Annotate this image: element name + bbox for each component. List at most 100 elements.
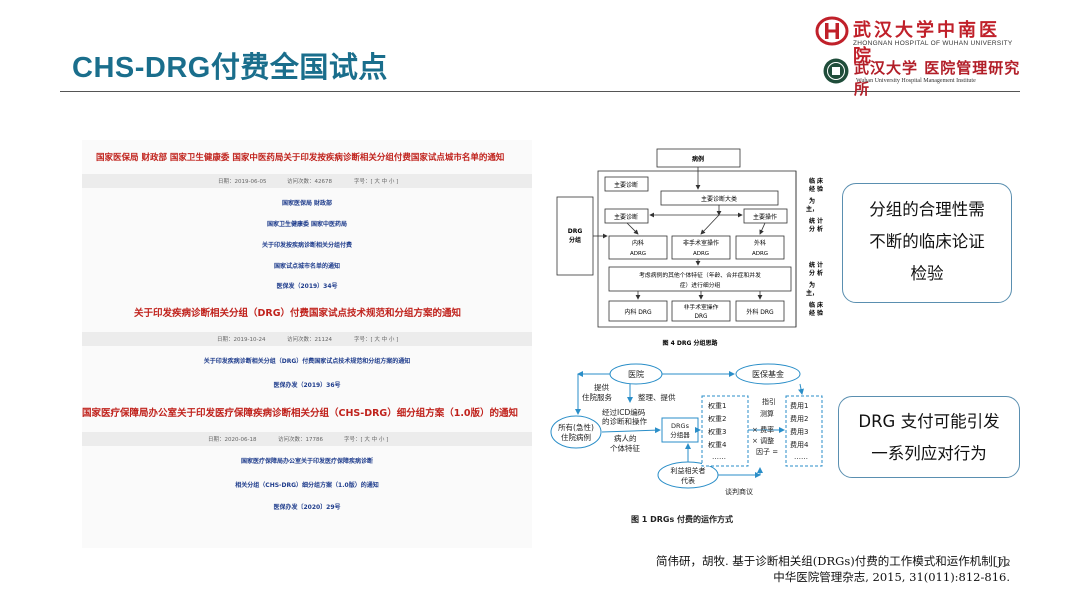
figure1-caption: 图 1 DRGs 付费的运作方式 — [631, 514, 733, 524]
drg-surg-label: 外科 DRG — [746, 308, 774, 316]
svg-text:经: 经 — [809, 309, 815, 317]
adrg-surg-label: 外科 — [754, 239, 766, 247]
notice-fontsize[interactable]: 字号：[ 大 中 小 ] — [354, 179, 399, 185]
notice-line: 国家医保局 财政部 — [281, 200, 333, 207]
callout-line: 不断的临床论证 — [869, 232, 985, 251]
adrg-nonsurg-label: 非手术室操作 — [683, 239, 719, 247]
main-procedure-label: 主要操作 — [753, 213, 777, 221]
grouper-label-2: 分组器 — [670, 430, 690, 439]
svg-text:析: 析 — [817, 225, 823, 233]
notice-line: 相关分组（CHS-DRG）细分组方案（1.0版）的通知 — [235, 482, 379, 489]
svg-text:费用3: 费用3 — [790, 427, 808, 436]
organize-provide-label: 整理、提供 — [638, 392, 676, 402]
reference-line-1: 简伟研，胡牧. 基于诊断相关组(DRGs)付费的工作模式和运作机制[J]. — [656, 554, 1010, 568]
stakeholders-label-2: 代表 — [681, 476, 695, 485]
notice-meta-bar: 日期：2020-06-18 访问次数：17786 字号：[ 大 中 小 ] — [82, 432, 532, 446]
drg-internal-label: 内科 DRG — [624, 308, 652, 316]
notice-views: 访问次数：42678 — [287, 179, 332, 185]
drg-internal-box — [608, 300, 668, 322]
svg-text:费用4: 费用4 — [790, 440, 809, 449]
notice-fontsize[interactable]: 字号：[ 大 中 小 ] — [354, 337, 399, 343]
negotiation-label: 谈判商议 — [725, 487, 753, 496]
drg-grouping-diagram: 病例 DRG 分组 主要诊断 主要诊断大类 主要诊断 主要操作 内科 ADRG … — [556, 148, 824, 347]
university-seal-icon — [823, 58, 849, 84]
svg-text:费用2: 费用2 — [790, 414, 808, 423]
reference-line-2: 中华医院管理杂志, 2015, 31(011):812-816. — [773, 570, 1010, 584]
hospital-logo: 武汉大学中南医院 ZHONGNAN HOSPITAL OF WUHAN UNIV… — [815, 14, 1020, 67]
notice-line: 国家试点城市名单的通知 — [273, 263, 340, 270]
icd-process-1: 经过ICD编码 — [602, 407, 646, 417]
mdc-box — [660, 190, 779, 206]
svg-text:权重1: 权重1 — [708, 401, 726, 410]
stakeholders-label-1: 利益相关者 — [671, 466, 706, 475]
case-label: 病例 — [692, 155, 704, 163]
notice-meta-bar: 日期：2019-10-24 访问次数：21124 字号：[ 大 中 小 ] — [82, 332, 532, 346]
svg-text:权重4: 权重4 — [708, 440, 727, 449]
patients-label-1: 所有(急性) — [558, 422, 594, 432]
svg-text:床: 床 — [817, 301, 824, 309]
mdc-label: 主要诊断大类 — [701, 195, 737, 203]
notice-screenshots: 国家医保局 财政部 国家卫生健康委 国家中医药局关于印发按疾病诊断相关分组付费国… — [82, 140, 532, 548]
hospital-emblem-icon — [815, 16, 849, 46]
notice-title[interactable]: 关于印发疾病诊断相关分组（DRG）付费国家试点技术规范和分组方案的通知 — [134, 308, 461, 319]
title-divider — [60, 91, 1020, 92]
main-dx2-box — [604, 208, 649, 224]
adrg-surg-sub: ADRG — [752, 251, 768, 257]
notice-meta-bar: 日期：2019-06-05 访问次数：42678 字号：[ 大 中 小 ] — [82, 174, 532, 188]
svg-text:权重3: 权重3 — [708, 427, 726, 436]
adrg-internal-box — [608, 235, 668, 260]
main-dx-box — [604, 176, 649, 192]
svg-text:……: …… — [712, 453, 726, 461]
institute-logo: 武汉大学 医院管理研究所 Wuhan University Hospital M… — [822, 55, 1022, 98]
notice-line: 医保办发〔2020〕29号 — [273, 504, 341, 511]
svg-text:主，: 主， — [806, 289, 818, 297]
notice-fontsize[interactable]: 字号：[ 大 中 小 ] — [344, 437, 389, 443]
notice-line: 国家卫生健康委 国家中医药局 — [266, 221, 348, 228]
svg-text:测算: 测算 — [760, 409, 774, 418]
callout-line: DRG 支付可能引发 — [858, 412, 1000, 431]
svg-text:临: 临 — [809, 301, 815, 309]
svg-text:分: 分 — [809, 225, 815, 233]
provide-service-2: 住院服务 — [582, 392, 612, 402]
institute-name-en: Wuhan University Hospital Management Ins… — [856, 78, 976, 84]
notice-date: 日期：2019-10-24 — [217, 337, 266, 343]
notice-line: 国家医疗保障局办公室关于印发医疗保障疾病诊断 — [240, 458, 373, 465]
page-number: 72 — [998, 558, 1011, 569]
weights-list: 权重1 权重2 权重3 权重4 …… — [708, 401, 727, 461]
grouper-box — [661, 417, 699, 443]
guide-rate-labels: 指引 测算 × 费率 × 调整 因子 = — [752, 397, 778, 456]
hospital-name-en: ZHONGNAN HOSPITAL OF WUHAN UNIVERSITY — [853, 40, 1013, 47]
drg-nonsurg-label: 非手术室操作 — [684, 303, 719, 311]
svg-text:因子 =: 因子 = — [756, 448, 778, 456]
side-label-top: 临 床 经 验 为 主， 统 计 分 析 — [806, 177, 824, 233]
notice-line: 关于印发疾病诊断相关分组（DRG）付费国家试点技术规范和分组方案的通知 — [203, 358, 411, 365]
individual-box — [608, 266, 792, 292]
svg-text:析: 析 — [817, 269, 823, 277]
svg-text:统: 统 — [809, 261, 815, 269]
svg-text:分: 分 — [809, 269, 815, 277]
svg-text:× 调整: × 调整 — [752, 436, 774, 445]
main-dx2-label: 主要诊断 — [614, 213, 638, 221]
grouping-callout: 分组的合理性需 不断的临床论证 检验 — [842, 183, 1012, 303]
callout-line: 检验 — [910, 264, 944, 283]
notice-title[interactable]: 国家医保局 财政部 国家卫生健康委 国家中医药局关于印发按疾病诊断相关分组付费国… — [96, 153, 505, 163]
notice-line: 医保办发（2019）36号 — [273, 382, 341, 389]
drg-group-label-2: 分组 — [569, 236, 581, 244]
weights-box — [701, 395, 749, 467]
insurance-fund-label: 医保基金 — [752, 369, 784, 379]
svg-text:主，: 主， — [806, 205, 818, 213]
hospital-name: 武汉大学中南医院 — [853, 20, 1000, 67]
payment-callout: DRG 支付可能引发 一系列应对行为 — [838, 396, 1020, 478]
figure4-caption: 图 4 DRG 分组思路 — [663, 339, 719, 347]
adrg-internal-sub: ADRG — [630, 251, 646, 257]
patient-features-1: 病人的 — [614, 433, 637, 443]
main-dx-label: 主要诊断 — [614, 181, 638, 189]
main-procedure-box — [743, 208, 788, 224]
adrg-surg-box — [735, 235, 785, 260]
notice-views: 访问次数：21124 — [287, 337, 332, 343]
notice-views: 访问次数：17786 — [278, 437, 323, 443]
case-box — [656, 148, 741, 168]
notice-title[interactable]: 国家医疗保障局办公室关于印发医疗保障疾病诊断相关分组（CHS-DRG）细分组方案… — [82, 408, 519, 419]
svg-text:计: 计 — [817, 261, 823, 269]
icd-process-2: 的诊断和操作 — [602, 416, 647, 426]
